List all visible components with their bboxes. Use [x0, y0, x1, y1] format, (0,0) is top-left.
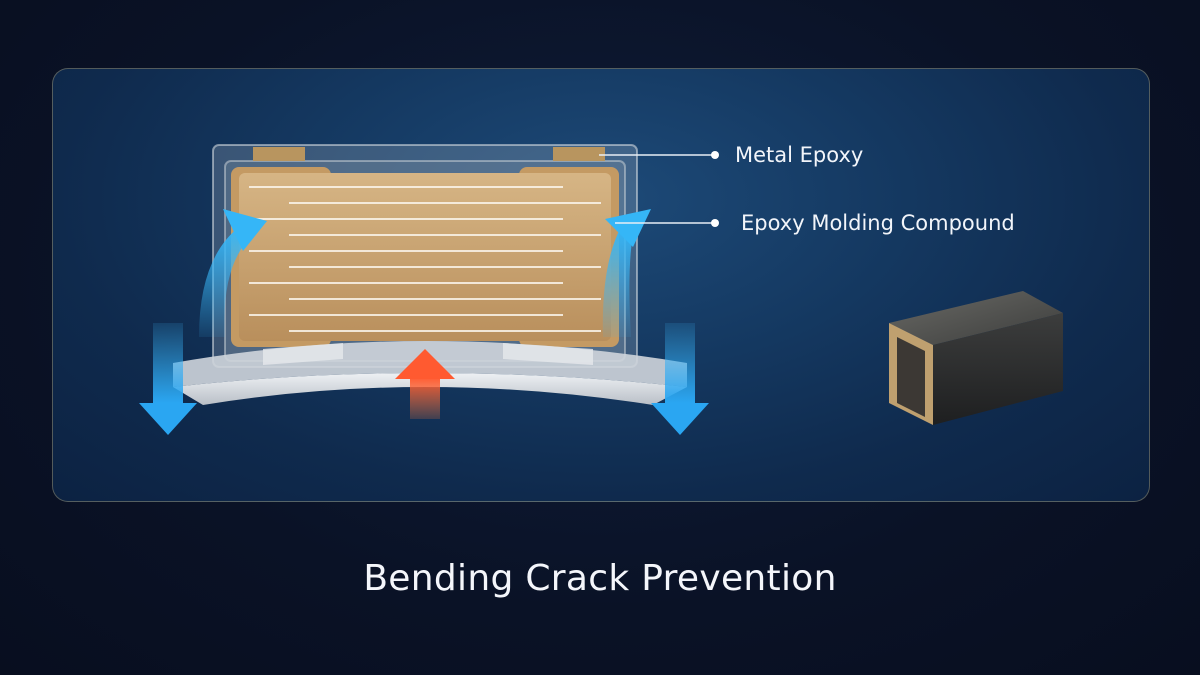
callout-lines [599, 151, 719, 227]
metal-epoxy-label: Metal Epoxy [735, 143, 864, 167]
capacitor-diagram [139, 144, 1063, 435]
epoxy-molding-compound-label: Epoxy Molding Compound [741, 211, 1015, 235]
stress-release-arrow-left [199, 209, 267, 337]
chip-product-image [889, 291, 1063, 425]
downward-force-arrow-left [139, 323, 197, 435]
downward-force-arrow-right [651, 323, 709, 435]
internal-electrodes [249, 186, 601, 332]
illustration-panel: Metal Epoxy Epoxy Molding Compound [52, 68, 1150, 502]
stress-release-arrow-right [602, 209, 651, 337]
caption-title: Bending Crack Prevention [363, 558, 837, 599]
upward-force-arrow [395, 349, 455, 419]
